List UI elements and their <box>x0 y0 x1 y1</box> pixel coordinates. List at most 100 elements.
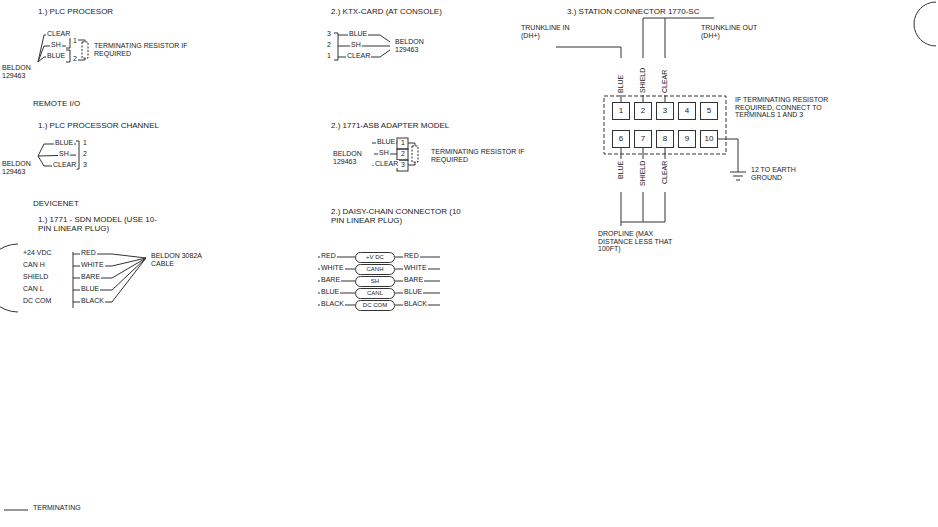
label-text: 2 <box>82 150 88 158</box>
label-text: +24 VDC <box>22 249 53 257</box>
label-text: CLEAR <box>374 160 399 168</box>
node-text: 2 <box>641 107 645 115</box>
node-text: 8 <box>663 135 667 143</box>
terminal-box: 9 <box>678 130 696 148</box>
label-text: CAN L <box>22 285 45 293</box>
label-text: DEVICENET <box>32 200 80 209</box>
terminal-box: 4 <box>678 102 696 120</box>
label-text: TERMINATING <box>32 504 82 512</box>
label-text: 3 <box>326 30 332 38</box>
label-text: BLUE <box>80 285 100 293</box>
label-text: 2.) KTX-CARD (AT CONSOLE) <box>330 8 443 17</box>
terminal-box: 8 <box>656 130 674 148</box>
label-text: BELDON 129463 <box>1 64 39 79</box>
terminating-mark <box>4 510 28 511</box>
label-text: 3.) STATION CONNECTOR 1770-SC <box>566 8 700 17</box>
label-text: DC COM <box>22 297 52 305</box>
label-text: RED <box>403 252 420 260</box>
label-text: CAN H <box>22 261 46 269</box>
label-text: BARE <box>80 273 101 281</box>
node-text: 6 <box>619 135 623 143</box>
connector-pin: SH <box>355 276 395 287</box>
label-text: REMOTE I/O <box>32 100 81 109</box>
label-text: BLUE <box>617 160 625 180</box>
node-text: 1 <box>619 107 623 115</box>
label-text: 1.) PLC PROCESOR <box>37 8 114 17</box>
label-text: BLUE <box>320 288 340 296</box>
node-text: CANL <box>367 290 383 296</box>
label-text: RED <box>320 252 337 260</box>
label-text: CLEAR <box>661 69 669 94</box>
label-text: SHIELD <box>639 67 647 94</box>
label-text: BELDON 129463 <box>332 150 374 165</box>
label-text: DROPLINE (MAX DISTANCE LESS THAT 100FT) <box>597 230 689 253</box>
label-text: 2 <box>400 150 406 158</box>
label-text: SHIELD <box>22 273 49 281</box>
node-text: 10 <box>705 135 714 143</box>
label-text: 1 <box>72 37 78 45</box>
label-text: WHITE <box>403 264 428 272</box>
connector-pin: CANL <box>355 288 395 299</box>
connector-pin: +V DC <box>355 252 395 263</box>
label-text: BELDON 3082A CABLE <box>150 252 222 267</box>
label-text: BLUE <box>403 288 423 296</box>
label-text: BLUE <box>46 52 66 60</box>
label-text: BLUE <box>348 30 368 38</box>
label-text: 1.) 1771 - SDN MODEL (USE 10-PIN LINEAR … <box>37 216 169 234</box>
node-text: 5 <box>707 107 711 115</box>
label-text: CLEAR <box>661 160 669 185</box>
label-text: 3 <box>82 161 88 169</box>
sheet-circle <box>914 2 936 46</box>
label-text: 2 <box>72 55 78 63</box>
sdn-wiring <box>0 244 146 312</box>
label-text: 2 <box>326 41 332 49</box>
label-text: BLUE <box>376 138 396 146</box>
label-text: BELDON 129463 <box>1 160 39 175</box>
label-text: 1.) PLC PROCESSOR CHANNEL <box>37 122 160 131</box>
label-text: BLUE <box>54 139 74 147</box>
label-text: WHITE <box>80 261 105 269</box>
label-text: TERMINATING RESISTOR IF REQUIRED <box>93 42 190 57</box>
node-text: DC COM <box>363 302 387 308</box>
node-text: +V DC <box>366 254 384 260</box>
terminal-box: 1 <box>612 102 630 120</box>
label-text: CLEAR <box>52 161 77 169</box>
terminal-box: 3 <box>656 102 674 120</box>
label-text: BARE <box>403 276 424 284</box>
station-wiring <box>556 18 746 226</box>
label-text: SH <box>58 150 70 158</box>
label-text: TRUNKLINE OUT (DH+) <box>700 24 764 39</box>
label-text: BARE <box>320 276 341 284</box>
label-text: CLEAR <box>46 30 71 38</box>
label-text: 2.) DAISY-CHAIN CONNECTOR (10 PIN LINEAR… <box>330 208 467 226</box>
label-text: SH <box>50 41 62 49</box>
asb-wiring <box>372 138 418 171</box>
node-text: CANH <box>366 266 383 272</box>
terminal-box: 2 <box>634 102 652 120</box>
label-text: RED <box>80 249 97 257</box>
label-text: SH <box>378 149 390 157</box>
label-text: TERMINATING RESISTOR IF REQUIRED <box>430 148 527 163</box>
connector-pin: CANH <box>355 264 395 275</box>
label-text: CLEAR <box>346 52 371 60</box>
label-text: WHITE <box>320 264 345 272</box>
label-text: 2.) 1771-ASB ADAPTER MODEL <box>330 122 450 131</box>
label-text: BLACK <box>403 300 428 308</box>
label-text: IF TERMINATING RESISTOR REQUIRED, CONNEC… <box>734 96 854 119</box>
label-text: 3 <box>400 161 406 169</box>
label-text: SHIELD <box>639 160 647 187</box>
label-text: BLACK <box>320 300 345 308</box>
node-text: 3 <box>663 107 667 115</box>
terminal-box: 5 <box>700 102 718 120</box>
terminal-box: 6 <box>612 130 630 148</box>
label-text: BLACK <box>80 297 105 305</box>
label-text: BELDON 129463 <box>394 38 441 53</box>
label-text: SH <box>350 41 362 49</box>
node-text: 9 <box>685 135 689 143</box>
terminal-box: 7 <box>634 130 652 148</box>
node-text: 7 <box>641 135 645 143</box>
node-text: SH <box>371 278 379 284</box>
label-text: BLUE <box>617 74 625 94</box>
